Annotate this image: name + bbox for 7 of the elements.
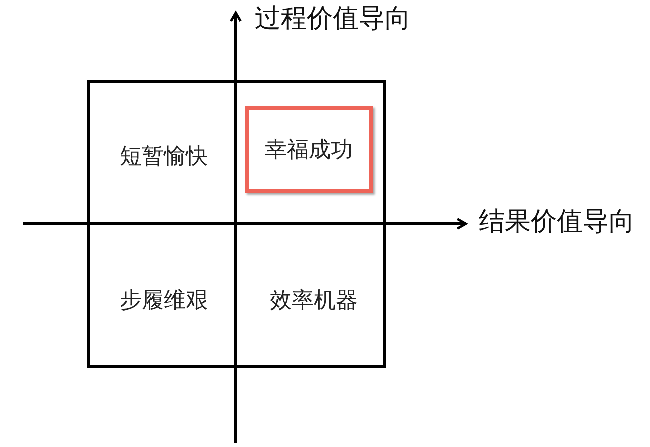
- quadrant-label: 效率机器: [270, 287, 358, 313]
- axis-title: 结果价值导向: [479, 207, 635, 237]
- highlight-box: 幸福成功: [245, 106, 373, 193]
- quadrant-label: 短暂愉快: [120, 143, 208, 169]
- axis-title: 过程价值导向: [255, 4, 411, 34]
- quadrant-label: 步履维艰: [120, 287, 208, 313]
- matrix-frame: [87, 80, 386, 368]
